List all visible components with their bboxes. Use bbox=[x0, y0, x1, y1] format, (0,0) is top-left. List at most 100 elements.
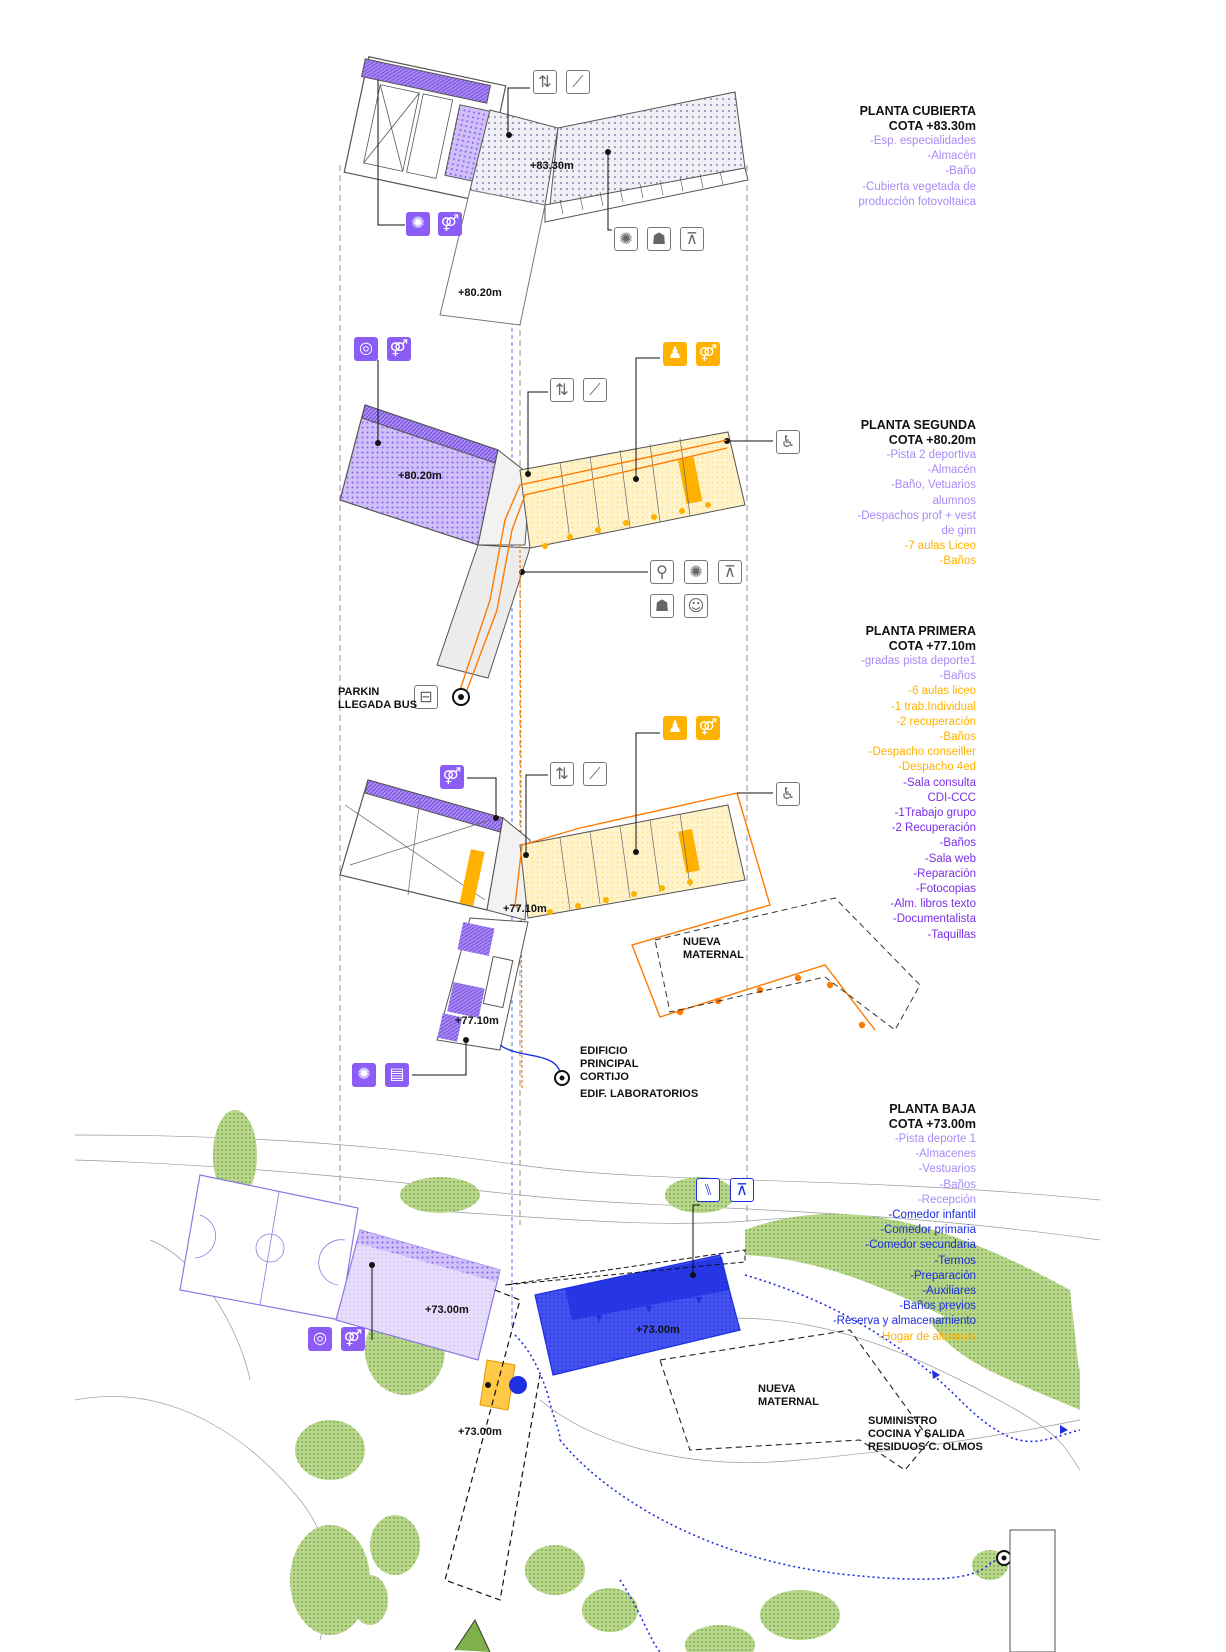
legend-item: -Vestuarios bbox=[918, 1163, 976, 1176]
legend-item: -2 Recuperación bbox=[891, 822, 976, 835]
legend-item: -Almacenes bbox=[915, 1148, 976, 1161]
stairs-icon: ⟋ bbox=[566, 70, 590, 94]
wheelchair-icon: ♿ bbox=[776, 430, 800, 454]
orange-route-first bbox=[514, 792, 876, 1031]
legend-item: -Comedor infantil bbox=[888, 1209, 976, 1222]
level-label-8020-second: +80.20m bbox=[398, 470, 442, 482]
book-icon: ▤ bbox=[385, 1063, 409, 1087]
legend-item: -Sala consulta bbox=[903, 776, 976, 789]
legend-title: PLANTA PRIMERA bbox=[865, 624, 976, 638]
legend-item: -Esp. especialidades bbox=[869, 135, 976, 147]
edif-laboratorios-label: EDIF. LABORATORIOS bbox=[580, 1088, 699, 1100]
legend-item: -Reserva y almacenamiento bbox=[832, 1315, 976, 1328]
family-icon: ☺ bbox=[684, 594, 708, 618]
level-label-7710-a: +77.10m bbox=[503, 903, 547, 915]
elevator-icon: ⇅ bbox=[533, 70, 557, 94]
elevator-icon: ⇅ bbox=[550, 762, 574, 786]
legend-item: -Baños bbox=[939, 1178, 976, 1191]
legend-item: -Baños bbox=[939, 670, 976, 683]
restroom-icon: ⚤ bbox=[696, 716, 720, 740]
legend-planta-segunda: PLANTA SEGUNDA COTA +80.20m -Pista 2 dep… bbox=[857, 418, 976, 570]
legend-item: -Recepción bbox=[917, 1193, 976, 1206]
legend-title: PLANTA BAJA bbox=[889, 1102, 976, 1116]
legend-item: alumnos bbox=[932, 494, 976, 507]
nueva-maternal-outline-2 bbox=[659, 1329, 931, 1471]
dining-dashed-outline bbox=[504, 1249, 746, 1286]
level-label-7300-dining: +73.00m bbox=[636, 1324, 680, 1336]
legend-item: -Alm. libros texto bbox=[890, 898, 976, 911]
legend-item: -Comedor primaria bbox=[880, 1224, 976, 1237]
legend-item: -Baños bbox=[939, 555, 976, 568]
sports-field bbox=[179, 1174, 359, 1321]
legend-item: -6 aulas liceo bbox=[908, 685, 976, 698]
legend-items: -Pista deporte 1 -Almacenes -Vestuarios -Ba… bbox=[833, 1132, 976, 1345]
legend-item: producción fotovoltaica bbox=[858, 195, 976, 208]
dining-icon: ⑊ bbox=[696, 1178, 720, 1202]
legend-cota: COTA +80.20m bbox=[888, 433, 976, 447]
legend-item: -Taquillas bbox=[927, 928, 976, 941]
legend-items: -gradas pista deporte1-Baños-6 aulas lic… bbox=[861, 654, 976, 943]
legend-item: -Baños previos bbox=[899, 1300, 976, 1313]
second-floor-plan bbox=[339, 404, 746, 679]
level-label-8330: +83.30m bbox=[530, 160, 574, 172]
legend-item: -Hogar de alumnos bbox=[878, 1330, 976, 1343]
ground-floor-plan bbox=[74, 1110, 1101, 1652]
legend-item: -7 aulas Liceo bbox=[904, 540, 976, 553]
legend-item: -Pista deporte 1 bbox=[894, 1133, 976, 1145]
level-label-7710-b: +77.10m bbox=[455, 1015, 499, 1027]
legend-item: -Baño bbox=[945, 165, 976, 178]
legend-planta-primera: PLANTA PRIMERA COTA +77.10m -gradas pist… bbox=[861, 624, 976, 943]
legend-item: -Reparación bbox=[913, 867, 976, 880]
blue-link-edificio bbox=[499, 1044, 562, 1079]
classroom-icon: ✺ bbox=[684, 560, 708, 584]
classroom-icon: ✺ bbox=[406, 212, 430, 236]
legend-item: -Baño, Vetuarios bbox=[890, 479, 976, 492]
stairs-icon: ⟋ bbox=[583, 762, 607, 786]
legend-item: -Almacén bbox=[927, 464, 976, 477]
roof-plan bbox=[343, 56, 749, 326]
legend-item: CDI-CCC bbox=[927, 791, 976, 804]
legend-item: -Despacho 4ed bbox=[898, 761, 976, 774]
leader-lines bbox=[371, 80, 773, 1340]
nueva-maternal-outline-1 bbox=[654, 897, 921, 1031]
legend-item: -Preparación bbox=[910, 1269, 976, 1282]
classroom-icon: ✺ bbox=[352, 1063, 376, 1087]
picnic-icon: ⊼ bbox=[680, 227, 704, 251]
legend-item: de gim bbox=[941, 525, 976, 538]
legend-cota: COTA +83.30m bbox=[888, 119, 976, 133]
restroom-icon: ⚤ bbox=[696, 342, 720, 366]
legend-item: -Fotocopias bbox=[915, 883, 976, 896]
classroom-icon: ✺ bbox=[614, 227, 638, 251]
legend-item: -Documentalista bbox=[892, 913, 976, 926]
group-icon: ☗ bbox=[647, 227, 671, 251]
legend-item: -Baños bbox=[939, 837, 976, 850]
legend-items: -Esp. especialidades-Almacén-Baño-Cubier… bbox=[858, 134, 976, 210]
legend-item: -Despachos prof + vest bbox=[857, 509, 976, 522]
legend-title: PLANTA CUBIERTA bbox=[859, 104, 976, 118]
vegetation bbox=[213, 1110, 1080, 1652]
legend-item: -Termos bbox=[934, 1254, 976, 1267]
restroom-icon: ⚤ bbox=[440, 765, 464, 789]
legend-title: PLANTA SEGUNDA bbox=[860, 418, 976, 432]
legend-planta-cubierta: PLANTA CUBIERTA COTA +83.30m -Esp. espec… bbox=[858, 104, 976, 210]
stairs-icon: ⟋ bbox=[583, 378, 607, 402]
teacher-icon: ♟ bbox=[663, 342, 687, 366]
legend-item: -Almacén bbox=[927, 150, 976, 163]
legend-cota: COTA +73.00m bbox=[888, 1117, 976, 1131]
orange-dots-second bbox=[542, 502, 711, 549]
legend-item: -Auxiliares bbox=[922, 1285, 976, 1298]
orange-dots-maternal bbox=[676, 974, 866, 1029]
elevator-icon: ⇅ bbox=[550, 378, 574, 402]
first-floor-plan bbox=[339, 779, 746, 1051]
level-label-7300-sport: +73.00m bbox=[425, 1304, 469, 1316]
legend-item: -Pista 2 deportiva bbox=[886, 449, 977, 461]
teacher-icon: ♟ bbox=[663, 716, 687, 740]
legend-item: -2 recuperación bbox=[896, 715, 976, 728]
legend-item: -1 trab.Individual bbox=[890, 700, 976, 713]
